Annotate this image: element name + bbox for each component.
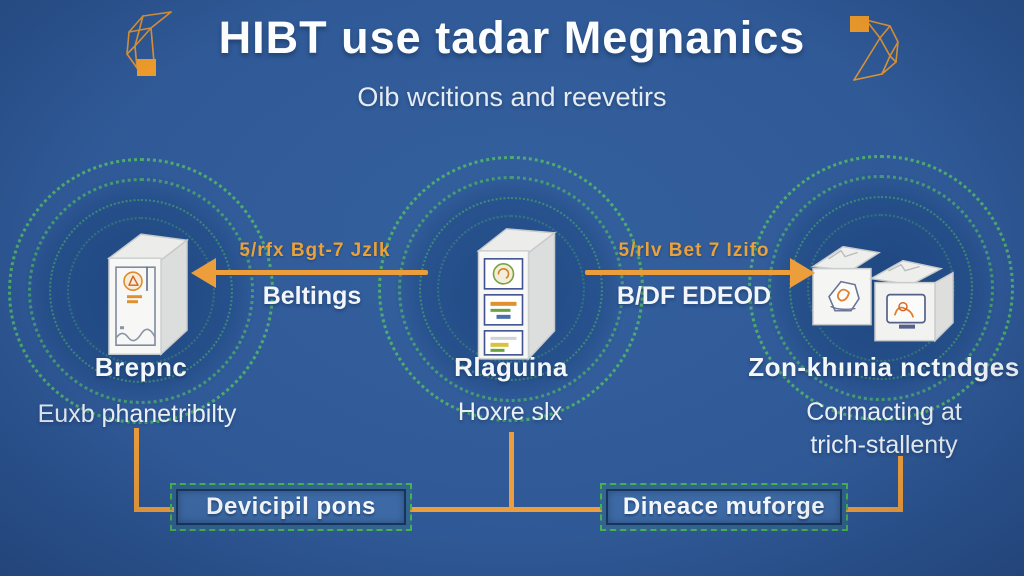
glyph-ring [807, 214, 955, 362]
node-sublabel-packages: Cormacting at trich-stallenty [806, 396, 962, 462]
page-title: HIBT use tadar Megnanics [218, 12, 806, 63]
arrow-left-head-icon [191, 258, 216, 288]
node-label-cabinet: Rlaguina [454, 352, 568, 382]
arrow-right-script-label: 5/rlv Bet 7 Izifo [618, 240, 770, 261]
glyph-ring [748, 155, 1014, 421]
drawer-cabinet-icon [476, 228, 557, 361]
node-label-server: Brepnc [94, 352, 188, 382]
node-server [1, 151, 281, 431]
node-sublabel-server: Euxb phanetribilty [38, 398, 237, 431]
page-subtitle: Oib wcitions and reevetirs [357, 82, 667, 112]
glyph-ring [67, 217, 215, 365]
glyph-ring [378, 156, 644, 422]
wireframe-bracket-left-icon [126, 11, 172, 76]
node-sublabel-line: Hoxre slx [457, 398, 563, 426]
connector-middle-horizontal [410, 507, 602, 512]
bottom-box-right-inner: Dineace muforge [606, 489, 842, 525]
node-sublabel-cabinet: Hoxre slx [458, 396, 562, 429]
glyph-ring [768, 175, 994, 401]
connector-right-vertical [898, 456, 903, 512]
glyph-ring [49, 199, 233, 383]
arrow-left-line [212, 270, 428, 275]
node-packages [741, 148, 1021, 428]
server-tower-icon [106, 233, 189, 356]
arrow-left-script-label: 5/rfx Bgt-7 Jzlk [239, 240, 391, 261]
glyph-ring [398, 176, 624, 402]
glyph-ring [789, 196, 973, 380]
bottom-box-left[interactable]: Devicipil pons [170, 483, 412, 531]
bottom-box-right-label: Dineace muforge [622, 493, 826, 520]
connector-left-horizontal [134, 507, 174, 512]
glyph-ring [28, 178, 254, 404]
node-cabinet [371, 149, 651, 429]
node-sublabel-line: trich-stallenty [810, 431, 958, 459]
arrow-right-line [585, 270, 791, 275]
node-label-packages: Zon-khıınia nctndges [748, 352, 1020, 382]
arrow-right-label: B/DF EDEOD [616, 282, 772, 310]
connector-middle-vertical [509, 432, 514, 512]
connector-left-vertical [134, 428, 139, 512]
bottom-box-left-label: Devicipil pons [206, 493, 376, 520]
glyph-ring [8, 158, 274, 424]
glyph-ring [437, 215, 585, 363]
shipping-boxes-icon [810, 245, 954, 343]
node-sublabel-line: Euxb phanetribilty [37, 400, 237, 428]
bottom-box-left-inner: Devicipil pons [176, 489, 406, 525]
wireframe-bracket-right-icon [850, 16, 899, 81]
bottom-box-right[interactable]: Dineace muforge [600, 483, 848, 531]
glyph-ring [419, 197, 603, 381]
arrow-left-label: Beltings [262, 282, 362, 310]
node-sublabel-line: Cormacting at [806, 398, 962, 426]
connector-right-horizontal [846, 507, 903, 512]
arrow-right-head-icon [790, 258, 815, 288]
